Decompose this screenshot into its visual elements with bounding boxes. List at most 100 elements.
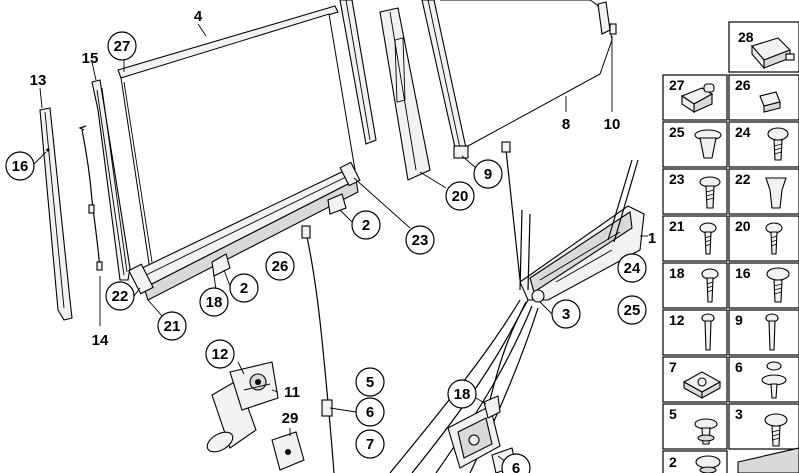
callout-number: 24	[624, 260, 641, 277]
callout-18[interactable]: 18	[199, 287, 229, 317]
callout-16[interactable]: 16	[5, 151, 35, 181]
callout-circle	[265, 251, 295, 281]
expanding-rivet-icon	[694, 129, 722, 159]
callout-circle	[473, 159, 503, 189]
callout-8[interactable]: 8	[562, 116, 570, 133]
seal-cable-14	[78, 125, 103, 271]
callout-number: 5	[366, 374, 374, 391]
drive-cable-left	[301, 225, 335, 473]
retaining-clip	[453, 145, 469, 159]
legend-cell-12[interactable]	[662, 309, 728, 356]
legend-label-24: 24	[735, 124, 751, 140]
callout-number: 25	[624, 302, 641, 319]
callout-24[interactable]: 24	[617, 253, 647, 283]
callout-circle	[355, 429, 385, 459]
callout-23[interactable]: 23	[405, 225, 435, 255]
callout-circle	[355, 367, 385, 397]
legend-label-6: 6	[735, 359, 743, 375]
legend-cell-22[interactable]	[728, 168, 799, 215]
lift-mechanism-1	[519, 159, 645, 303]
window-glass-8	[440, 0, 617, 147]
legend-label-27: 27	[669, 77, 685, 93]
drive-motor-11	[206, 361, 279, 453]
callout-number: 14	[92, 332, 109, 349]
callout-number: 27	[114, 38, 131, 55]
long-screw-icon	[701, 313, 715, 351]
callout-number: 16	[12, 158, 29, 175]
callout-circle	[205, 339, 235, 369]
legend-plate-icon	[737, 447, 799, 473]
legend-cell-23[interactable]	[662, 168, 728, 215]
callout-15[interactable]: 15	[82, 50, 99, 67]
callout-10[interactable]: 10	[604, 116, 621, 133]
callout-4[interactable]: 4	[194, 8, 203, 25]
callout-circle	[351, 210, 381, 240]
callout-5[interactable]: 5	[355, 367, 385, 397]
callout-20[interactable]: 20	[445, 181, 475, 211]
callout-circle	[501, 453, 531, 473]
legend-label-5: 5	[669, 406, 677, 422]
callout-11[interactable]: 11	[284, 384, 300, 401]
blind-cassette	[128, 161, 361, 301]
legend-label-18: 18	[669, 265, 685, 281]
hex-flange-screw-icon	[699, 176, 721, 209]
legend-cell-16[interactable]	[728, 262, 799, 309]
callout-circle	[5, 151, 35, 181]
legend-label-21: 21	[669, 218, 685, 234]
push-rivet-icon	[761, 361, 787, 399]
callout-circle	[355, 397, 385, 427]
callout-1[interactable]: 1	[648, 230, 656, 247]
callout-29[interactable]: 29	[282, 410, 299, 427]
legend-label-9: 9	[735, 312, 743, 328]
callout-number: 18	[206, 294, 223, 311]
callout-18[interactable]: 18	[447, 379, 477, 409]
callout-number: 8	[562, 116, 570, 133]
callout-25[interactable]: 25	[617, 295, 647, 325]
square-clip-icon	[759, 91, 781, 113]
callout-9[interactable]: 9	[473, 159, 503, 189]
gearbox-assembly	[447, 395, 517, 473]
legend-label-16: 16	[735, 265, 751, 281]
center-pillar-trims	[339, 0, 467, 181]
cable-rod	[501, 141, 521, 281]
callout-circle	[105, 281, 135, 311]
callout-3[interactable]: 3	[551, 299, 581, 329]
callout-circle	[157, 311, 187, 341]
legend-cell-9[interactable]	[728, 309, 799, 356]
callout-number: 1	[648, 230, 656, 247]
callout-circle	[405, 225, 435, 255]
callout-number: 6	[512, 460, 520, 473]
legend-label-22: 22	[735, 171, 751, 187]
leader-lines	[31, 23, 648, 463]
callout-number: 21	[164, 318, 181, 335]
callout-22[interactable]: 22	[105, 281, 135, 311]
callout-12[interactable]: 12	[205, 339, 235, 369]
legend-cell-21[interactable]	[662, 215, 728, 262]
nut-clip-icon	[765, 177, 787, 209]
callout-27[interactable]: 27	[107, 31, 137, 61]
legend-cell-3[interactable]	[728, 403, 799, 450]
callout-number: 23	[412, 232, 429, 249]
callout-13[interactable]: 13	[30, 72, 47, 89]
callout-6[interactable]: 6	[501, 453, 531, 473]
flange-screw-icon	[767, 127, 789, 161]
spring-nut-icon	[682, 371, 722, 399]
pillar-trim-13	[39, 107, 73, 321]
legend-cell-24[interactable]	[728, 121, 799, 168]
callout-21[interactable]: 21	[157, 311, 187, 341]
legend-label-12: 12	[669, 312, 685, 328]
blind-rod-4	[117, 5, 339, 79]
callout-circle	[617, 295, 647, 325]
callout-6[interactable]: 6	[355, 397, 385, 427]
callout-circle	[617, 253, 647, 283]
callout-2[interactable]: 2	[229, 273, 259, 303]
legend-cell-25[interactable]	[662, 121, 728, 168]
legend-cell-20[interactable]	[728, 215, 799, 262]
callout-14[interactable]: 14	[92, 332, 109, 349]
callout-7[interactable]: 7	[355, 429, 385, 459]
callout-26[interactable]: 26	[265, 251, 295, 281]
callout-circle	[551, 299, 581, 329]
callout-2[interactable]: 2	[351, 210, 381, 240]
collar-screw-icon	[695, 455, 721, 473]
